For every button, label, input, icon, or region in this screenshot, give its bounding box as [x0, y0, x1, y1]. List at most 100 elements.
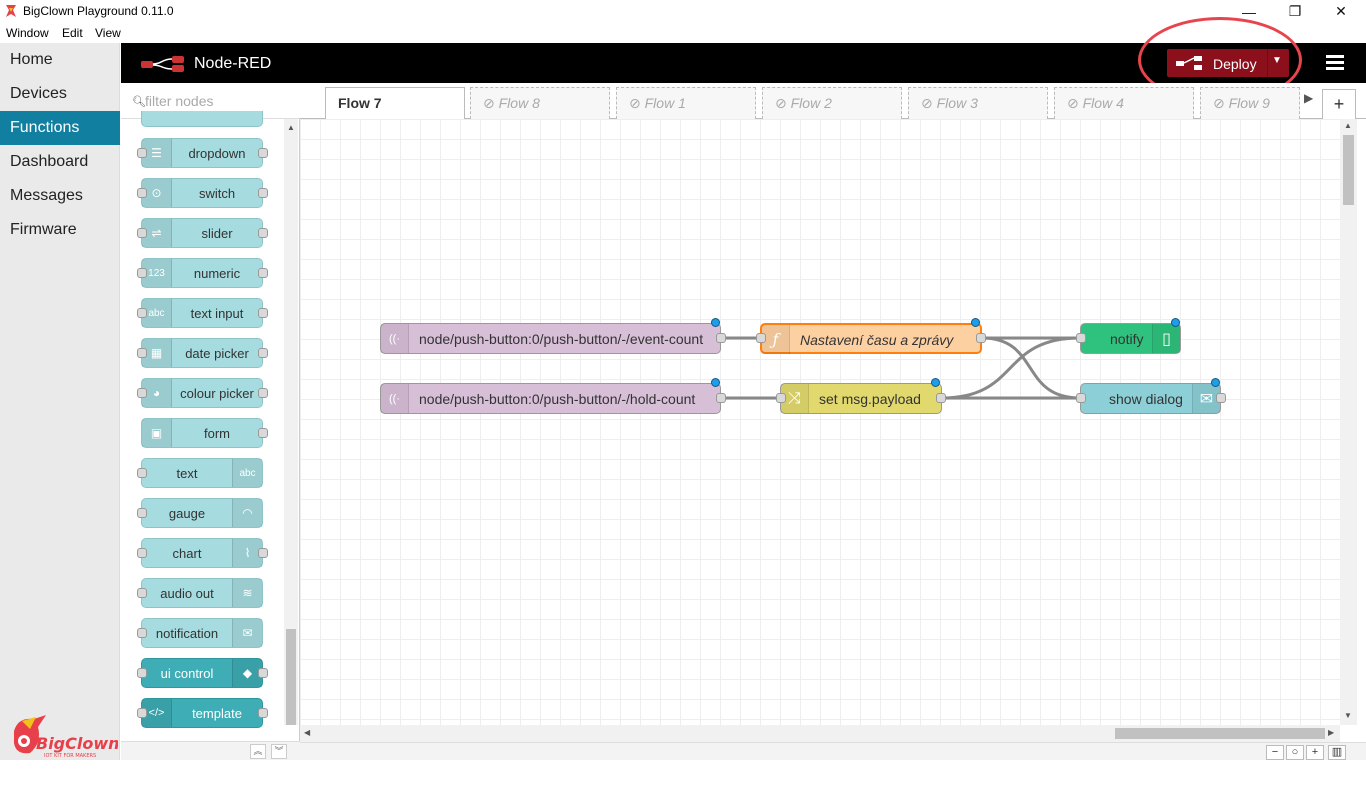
palette-node-form[interactable]: ▣ form: [141, 418, 263, 448]
flow-node-change[interactable]: ⤨ set msg.payload: [780, 383, 942, 414]
vertical-scroll-thumb[interactable]: [1343, 135, 1354, 205]
nav-home[interactable]: Home: [10, 51, 53, 68]
palette-scrollbar[interactable]: ▲: [284, 119, 298, 725]
tab-flow-3[interactable]: ⊘ Flow 3: [908, 87, 1048, 119]
workspace-vertical-scrollbar[interactable]: ▲ ▼: [1340, 119, 1357, 725]
palette-scroll-thumb[interactable]: [286, 629, 296, 725]
nav-devices[interactable]: Devices: [10, 85, 67, 102]
nav-firmware[interactable]: Firmware: [10, 221, 77, 238]
search-icon: 🔍︎: [132, 96, 146, 108]
minimize-button[interactable]: —: [1226, 0, 1272, 23]
tab-flow-2[interactable]: ⊘ Flow 2: [762, 87, 902, 119]
input-port[interactable]: [756, 333, 766, 343]
palette-node-colour-picker[interactable]: ◕ colour picker: [141, 378, 263, 408]
main-menu-button[interactable]: [1326, 55, 1344, 71]
add-flow-button[interactable]: +: [1322, 89, 1356, 119]
tab-label: Flow 3: [936, 95, 978, 111]
tab-label: Flow 1: [644, 95, 686, 111]
scroll-right-icon[interactable]: ▶: [1328, 728, 1335, 737]
palette-node-template[interactable]: </> template: [141, 698, 263, 728]
scroll-left-icon[interactable]: ◀: [304, 728, 311, 737]
palette-node-audio-out[interactable]: audio out ≋: [141, 578, 263, 608]
horizontal-scroll-thumb[interactable]: [1115, 728, 1325, 739]
nav-messages[interactable]: Messages: [10, 187, 83, 204]
palette-node-partial[interactable]: [141, 111, 263, 127]
output-port[interactable]: [936, 393, 946, 403]
close-button[interactable]: ✕: [1318, 0, 1364, 23]
palette-node-gauge[interactable]: gauge ◠: [141, 498, 263, 528]
port: [137, 388, 147, 398]
palette-node-text[interactable]: text abc: [141, 458, 263, 488]
tab-flow-4[interactable]: ⊘ Flow 4: [1054, 87, 1194, 119]
ui-control-icon: ◆: [232, 659, 262, 687]
palette-node-chart[interactable]: chart ⌇: [141, 538, 263, 568]
restore-button[interactable]: ❐: [1272, 0, 1318, 23]
palette-node-notification[interactable]: notification ✉: [141, 618, 263, 648]
output-port[interactable]: [716, 393, 726, 403]
scroll-down-icon[interactable]: ▼: [1344, 711, 1352, 720]
deploy-dropdown-icon[interactable]: ▼: [1272, 55, 1282, 66]
flow-workspace[interactable]: ((· node/push-button:0/push-button/-/eve…: [300, 119, 1340, 725]
node-palette: 🔍︎ ☰ dropdown ⊙ switch ⇌ slider 123 nume…: [121, 83, 300, 760]
port: [258, 708, 268, 718]
palette-node-numeric[interactable]: 123 numeric: [141, 258, 263, 288]
close-icon: ✕: [1335, 3, 1347, 19]
output-port[interactable]: [716, 333, 726, 343]
dropdown-icon: ☰: [142, 139, 172, 167]
palette-node-label: template: [192, 706, 242, 721]
menu-view[interactable]: View: [95, 26, 121, 40]
zoom-reset-button[interactable]: ○: [1286, 745, 1304, 760]
workspace-horizontal-scrollbar[interactable]: ◀ ▶: [300, 725, 1340, 742]
palette-node-label: ui control: [160, 666, 214, 681]
tab-flow-7[interactable]: Flow 7: [325, 87, 465, 120]
palette-node-label: text input: [190, 306, 244, 321]
port: [137, 228, 147, 238]
flow-node-notify[interactable]: notify ▯: [1080, 323, 1181, 354]
deploy-button[interactable]: Deploy ▼: [1167, 49, 1289, 77]
expand-all-button[interactable]: ︾: [271, 744, 287, 759]
port: [137, 668, 147, 678]
function-icon: ƒ: [762, 325, 790, 354]
envelope-icon: ✉: [1192, 384, 1220, 413]
tab-flow-8[interactable]: ⊘ Flow 8: [470, 87, 610, 119]
input-port[interactable]: [776, 393, 786, 403]
palette-node-dropdown[interactable]: ☰ dropdown: [141, 138, 263, 168]
calendar-icon: ▦: [142, 339, 172, 367]
input-port[interactable]: [1076, 393, 1086, 403]
input-port[interactable]: [1076, 333, 1086, 343]
palette-node-text-input[interactable]: abc text input: [141, 298, 263, 328]
menu-window[interactable]: Window: [6, 26, 49, 40]
palette-node-label: gauge: [168, 506, 206, 521]
flow-node-function[interactable]: ƒ Nastavení času a zprávy: [760, 323, 982, 354]
palette-node-date-picker[interactable]: ▦ date picker: [141, 338, 263, 368]
navigator-map-button[interactable]: ▥: [1328, 745, 1346, 760]
flow-node-show-dialog[interactable]: show dialog ✉: [1080, 383, 1221, 414]
collapse-all-button[interactable]: ︽: [250, 744, 266, 759]
menu-edit[interactable]: Edit: [62, 26, 83, 40]
zoom-in-button[interactable]: +: [1306, 745, 1324, 760]
zoom-out-button[interactable]: −: [1266, 745, 1284, 760]
flow-node-hold-count[interactable]: ((· node/push-button:0/push-button/-/hol…: [380, 383, 721, 414]
palette-node-ui-control[interactable]: ui control ◆: [141, 658, 263, 688]
palette-node-switch[interactable]: ⊙ switch: [141, 178, 263, 208]
scroll-up-icon[interactable]: ▲: [1344, 121, 1352, 130]
output-port[interactable]: [976, 333, 986, 343]
tab-scroll-right-icon[interactable]: ▶: [1304, 91, 1314, 105]
palette-node-label: audio out: [160, 586, 214, 601]
flow-node-label: notify: [1110, 331, 1144, 347]
port: [258, 308, 268, 318]
output-port[interactable]: [1216, 393, 1226, 403]
palette-node-label: text: [176, 466, 198, 481]
changed-indicator: [711, 318, 720, 327]
changed-indicator: [1211, 378, 1220, 387]
port: [258, 268, 268, 278]
tab-flow-1[interactable]: ⊘ Flow 1: [616, 87, 756, 119]
port: [137, 508, 147, 518]
tab-flow-9[interactable]: ⊘ Flow 9: [1200, 87, 1300, 119]
scroll-up-icon[interactable]: ▲: [287, 123, 295, 132]
nav-dashboard[interactable]: Dashboard: [10, 153, 89, 170]
palette-node-slider[interactable]: ⇌ slider: [141, 218, 263, 248]
nav-functions[interactable]: Functions: [0, 111, 120, 145]
flow-node-event-count[interactable]: ((· node/push-button:0/push-button/-/eve…: [380, 323, 721, 354]
filter-nodes-input[interactable]: [145, 92, 295, 110]
